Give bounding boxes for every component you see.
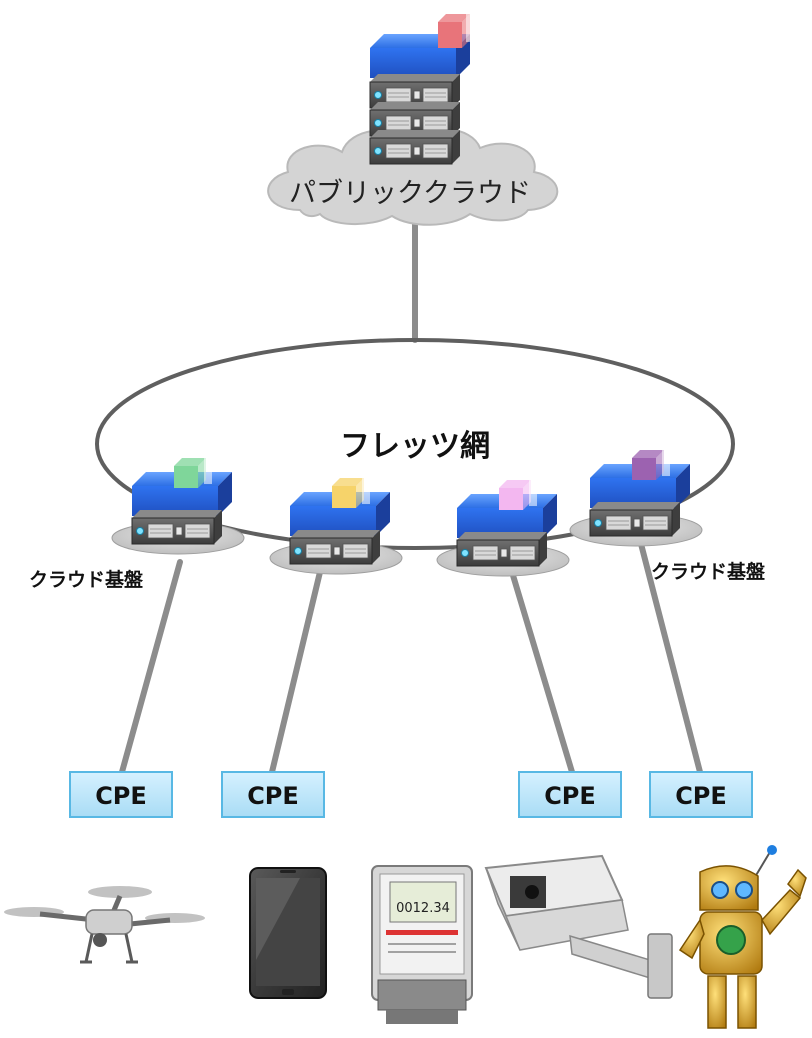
cpe-label-1: CPE <box>95 782 147 810</box>
smart-meter-icon: 0012.34 <box>371 865 473 1024</box>
robot-icon <box>678 845 807 1029</box>
meter-reading: 0012.34 <box>396 901 450 916</box>
platform-module-cube <box>499 478 537 510</box>
connection-lines <box>119 209 703 775</box>
public-cloud-module <box>438 12 474 48</box>
platform-module-cube <box>174 456 212 488</box>
public-cloud-server-stack <box>369 12 474 165</box>
cloud-platform-node-1 <box>111 456 245 555</box>
cpe-box-1: CPE <box>69 771 173 818</box>
cpe-box-3: CPE <box>518 771 622 818</box>
cloud-platform-node-4 <box>569 448 703 547</box>
cpe-box-4: CPE <box>649 771 753 818</box>
platform-server-unit <box>131 509 223 545</box>
public-cloud: パブリッククラウド <box>267 12 559 226</box>
link-cpe-1 <box>119 559 183 775</box>
public-cloud-label: パブリッククラウド <box>289 178 531 209</box>
cloud-shape <box>267 127 559 226</box>
network-label: フレッツ網 <box>340 429 490 464</box>
platform-module-cube <box>332 476 370 508</box>
flets-network-ring <box>95 338 735 550</box>
link-cpe-4 <box>637 537 703 775</box>
drone-icon <box>4 886 205 964</box>
cpe-label-3: CPE <box>544 782 596 810</box>
edge-platforms <box>111 448 703 577</box>
cpe-box-2: CPE <box>221 771 325 818</box>
security-camera-icon <box>484 854 673 999</box>
platform-module-cube <box>632 448 670 480</box>
cpe-label-2: CPE <box>247 782 299 810</box>
cloud-platform-node-3 <box>436 478 570 577</box>
platform-server-unit <box>589 501 681 537</box>
cloud-platform-label-left: クラウド基盤 <box>29 568 144 591</box>
cloud-platform-label-right: クラウド基盤 <box>651 560 766 583</box>
platform-server-unit <box>289 529 381 565</box>
cpe-label-4: CPE <box>675 782 727 810</box>
smartphone-icon <box>249 867 327 999</box>
link-cpe-3 <box>509 569 575 775</box>
link-cpe-2 <box>269 569 323 775</box>
platform-server-unit <box>456 531 548 567</box>
cloud-platform-node-2 <box>269 476 403 575</box>
